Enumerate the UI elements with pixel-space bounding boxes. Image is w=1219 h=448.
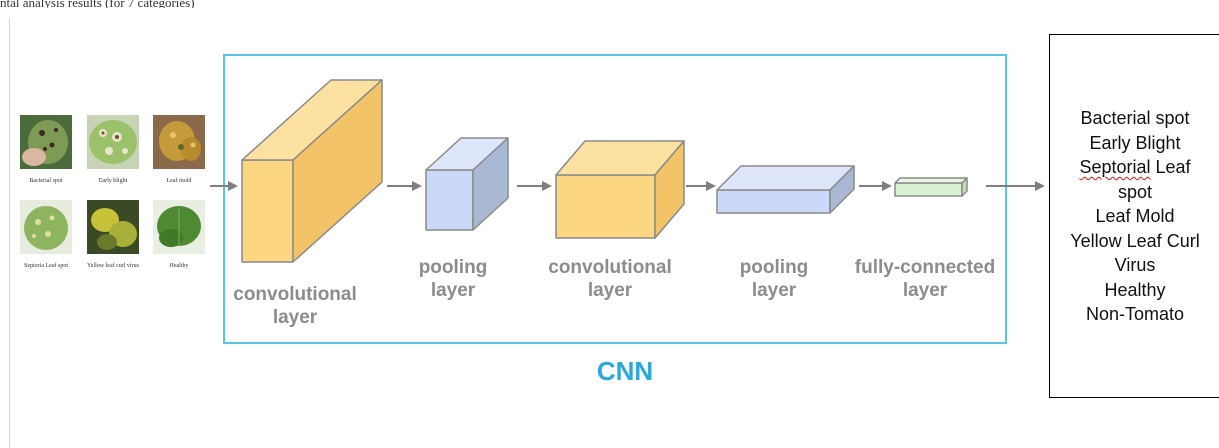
- leaf-bacterial-spot-photo: [20, 115, 72, 169]
- output-classes-box: [1049, 34, 1219, 398]
- conv-layer-1-block: [241, 79, 383, 263]
- caption-bacterial-spot: Bacterial spot: [29, 178, 63, 184]
- leaf-septoria-photo: [20, 200, 72, 254]
- caption-leaf-mold: Leaf mold: [166, 178, 192, 184]
- output-class-item: Non-Tomato: [1085, 304, 1185, 324]
- caption-early-blight: Early blight: [98, 178, 128, 184]
- output-class-item: Early Blight: [1089, 132, 1181, 153]
- leaf-early-blight-photo: [87, 115, 139, 169]
- caption-yellow-leaf-curl-virus: Yellow leaf curl virus: [87, 263, 139, 269]
- leaf-yellow-curl-photo: [87, 200, 139, 254]
- leaf-mold-photo: [153, 115, 205, 169]
- cnn-frame: [223, 54, 1007, 344]
- output-class-list: Bacterial spot Early Blight Septorial Le…: [1050, 106, 1219, 327]
- output-class-item: Yellow Leaf Curl: [1070, 230, 1200, 251]
- pooling-layer-1-block: [425, 137, 509, 231]
- output-class-item: Healthy: [1104, 279, 1166, 300]
- output-class-item: Leaf Mold: [1095, 206, 1175, 226]
- caption-healthy: Healthy: [169, 263, 189, 269]
- output-class-item: Septorial Leaf: [1079, 157, 1191, 177]
- page-margin-rule: [9, 18, 10, 448]
- top-caption-fragment: ntal analysis results (for 7 categories): [0, 0, 195, 8]
- output-class-item: spot: [1117, 181, 1153, 202]
- caption-septoria-leaf-spot: Septoria Leaf spot: [24, 263, 68, 269]
- pooling-layer-2-block: [716, 165, 855, 214]
- leaf-healthy-photo: [153, 200, 205, 254]
- output-class-item: Bacterial spot: [1080, 108, 1190, 128]
- spellcheck-flagged-word: Septorial: [1079, 157, 1151, 177]
- fully-connected-layer-block: [894, 177, 968, 197]
- cnn-title: CNN: [596, 356, 654, 386]
- output-class-item: Virus: [1114, 255, 1156, 275]
- conv-layer-2-block: [555, 140, 685, 239]
